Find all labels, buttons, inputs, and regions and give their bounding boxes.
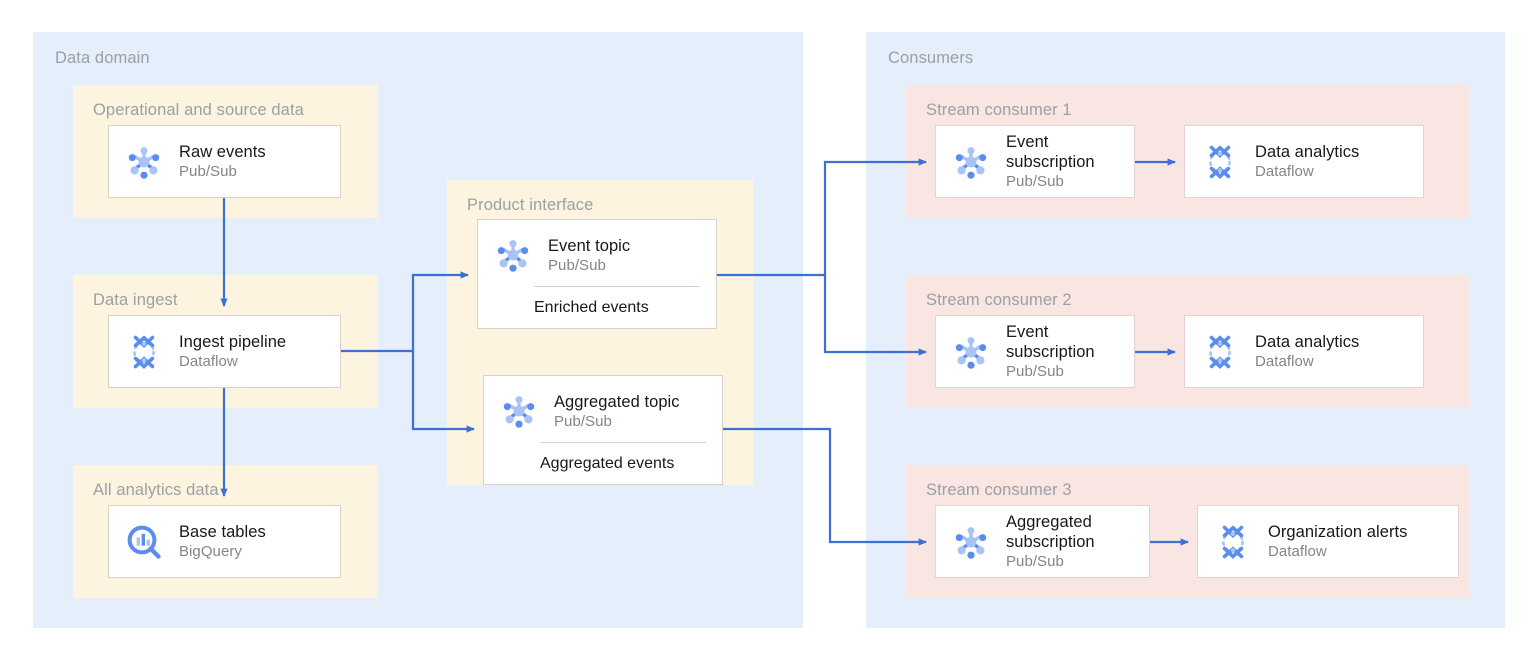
card-event-subscription-1[interactable]: Event subscription Pub/Sub [935,125,1135,198]
card-title: Raw events [179,143,266,161]
dataflow-icon [1210,519,1256,565]
card-title: Data analytics [1255,143,1360,161]
topic-main: Aggregated topic Pub/Sub [484,376,722,442]
pubsub-icon [496,388,542,434]
card-title: Event subscription [1006,323,1095,361]
group-title-stream-consumer-1: Stream consumer 1 [926,101,1072,119]
card-text: Event subscription Pub/Sub [1006,322,1124,381]
card-aggregated-topic[interactable]: Aggregated topic Pub/Sub Aggregated even… [483,375,723,485]
card-event-topic[interactable]: Event topic Pub/Sub Enriched events [477,219,717,329]
group-title-all-analytics: All analytics data [93,481,219,499]
group-title-stream-consumer-2: Stream consumer 2 [926,291,1072,309]
card-subtitle: Pub/Sub [1006,173,1064,190]
card-subtitle: Pub/Sub [179,163,237,180]
card-text: Ingest pipeline Dataflow [179,332,330,371]
card-aggregated-subscription[interactable]: Aggregated subscription Pub/Sub [935,505,1150,578]
card-subtitle: Pub/Sub [548,256,606,274]
card-ingest-pipeline[interactable]: Ingest pipeline Dataflow [108,315,341,388]
card-data-analytics-2[interactable]: Data analytics Dataflow [1184,315,1424,388]
pubsub-icon [948,139,994,185]
panel-title-data-domain: Data domain [55,49,150,67]
pubsub-icon [121,139,167,185]
card-title: Aggregated subscription [1006,513,1095,551]
pubsub-icon [948,519,994,565]
dataflow-icon [1197,329,1243,375]
card-text: Base tables BigQuery [179,522,330,561]
card-text: Data analytics Dataflow [1255,142,1413,181]
card-text: Event topic Pub/Sub [548,236,706,275]
card-text: Aggregated subscription Pub/Sub [1006,512,1139,571]
card-title: Ingest pipeline [179,333,287,351]
card-text: Event subscription Pub/Sub [1006,132,1124,191]
card-title: Base tables [179,523,266,541]
card-text: Data analytics Dataflow [1255,332,1413,371]
card-title: Aggregated topic [554,392,680,411]
card-subtitle: BigQuery [179,543,242,560]
card-subtitle: Dataflow [1255,163,1314,180]
group-title-stream-consumer-3: Stream consumer 3 [926,481,1072,499]
card-base-tables[interactable]: Base tables BigQuery [108,505,341,578]
card-text: Organization alerts Dataflow [1268,522,1448,561]
panel-title-consumers: Consumers [888,49,974,67]
card-title: Organization alerts [1268,523,1408,541]
card-title: Event topic [548,236,631,255]
card-text: Raw events Pub/Sub [179,142,330,181]
dataflow-icon [121,329,167,375]
panel-title-product-interface: Product interface [467,196,594,214]
data-contract-label: Enriched events [534,299,649,316]
pubsub-icon [948,329,994,375]
card-subtitle: Dataflow [179,353,238,370]
card-title: Event subscription [1006,133,1095,171]
group-title-data-ingest: Data ingest [93,291,178,309]
bigquery-icon [121,519,167,565]
card-subtitle: Pub/Sub [1006,553,1064,570]
card-raw-events[interactable]: Raw events Pub/Sub [108,125,341,198]
group-title-operational: Operational and source data [93,101,304,119]
card-subtitle: Pub/Sub [554,412,612,430]
divider [534,286,700,287]
card-subtitle: Pub/Sub [1006,363,1064,380]
divider [540,442,706,443]
dataflow-icon [1197,139,1243,185]
card-title: Data analytics [1255,333,1360,351]
card-event-subscription-2[interactable]: Event subscription Pub/Sub [935,315,1135,388]
card-subtitle: Dataflow [1255,353,1314,370]
card-text: Aggregated topic Pub/Sub [554,392,712,431]
pubsub-icon [490,232,536,278]
data-contract-label: Aggregated events [540,455,675,472]
topic-main: Event topic Pub/Sub [478,220,716,286]
card-organization-alerts[interactable]: Organization alerts Dataflow [1197,505,1459,578]
card-data-analytics-1[interactable]: Data analytics Dataflow [1184,125,1424,198]
card-subtitle: Dataflow [1268,543,1327,560]
